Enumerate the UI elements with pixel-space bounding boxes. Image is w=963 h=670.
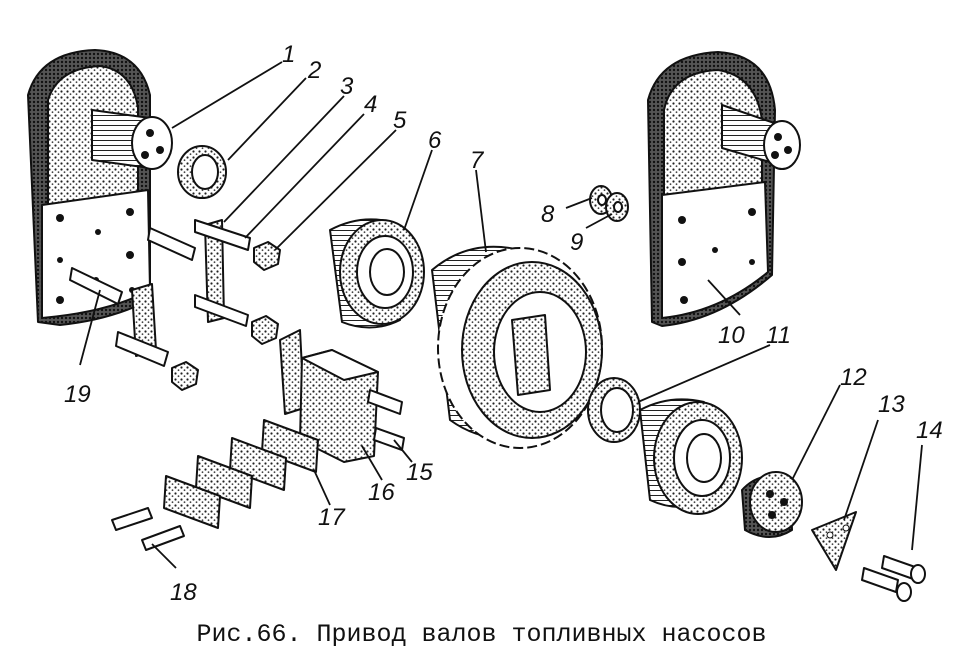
callout-5: 5	[393, 107, 407, 134]
cap-12	[741, 471, 803, 538]
ring-11	[587, 377, 641, 443]
callout-8: 8	[541, 201, 555, 228]
callout-17: 17	[318, 504, 346, 531]
leader-lines	[79, 61, 923, 569]
callout-4: 4	[364, 91, 377, 118]
callout-labels: 1 2 3 4 5 6 7 8 9 10 11 12 13 14 15 16 1…	[64, 41, 943, 606]
callout-11: 11	[766, 322, 791, 349]
callout-9: 9	[570, 229, 583, 256]
callout-19: 19	[64, 381, 91, 408]
callout-1: 1	[282, 41, 295, 68]
callout-15: 15	[406, 459, 433, 486]
plate-3	[194, 219, 251, 327]
callout-6: 6	[428, 127, 442, 154]
callout-2: 2	[307, 57, 321, 84]
right-bracket	[647, 51, 801, 327]
callout-16: 16	[368, 479, 395, 506]
callout-18: 18	[170, 579, 197, 606]
bolts-18	[111, 507, 185, 551]
gear-7	[431, 245, 603, 449]
callout-7: 7	[470, 147, 485, 174]
studs-left	[69, 227, 196, 367]
callout-13: 13	[878, 391, 905, 418]
nuts	[171, 241, 281, 391]
figure-caption: Рис.66. Привод валов топливных насосов	[196, 620, 767, 649]
bearing-right	[639, 398, 743, 515]
callout-12: 12	[840, 364, 867, 391]
ring-2	[177, 145, 227, 199]
callout-14: 14	[916, 417, 943, 444]
callout-3: 3	[340, 73, 354, 100]
plates-16-17	[163, 329, 405, 529]
left-bracket	[27, 49, 173, 326]
lock-plate-13	[811, 511, 857, 571]
bolts-14	[861, 555, 926, 602]
callout-10: 10	[718, 322, 745, 349]
bearing-6	[329, 218, 425, 329]
